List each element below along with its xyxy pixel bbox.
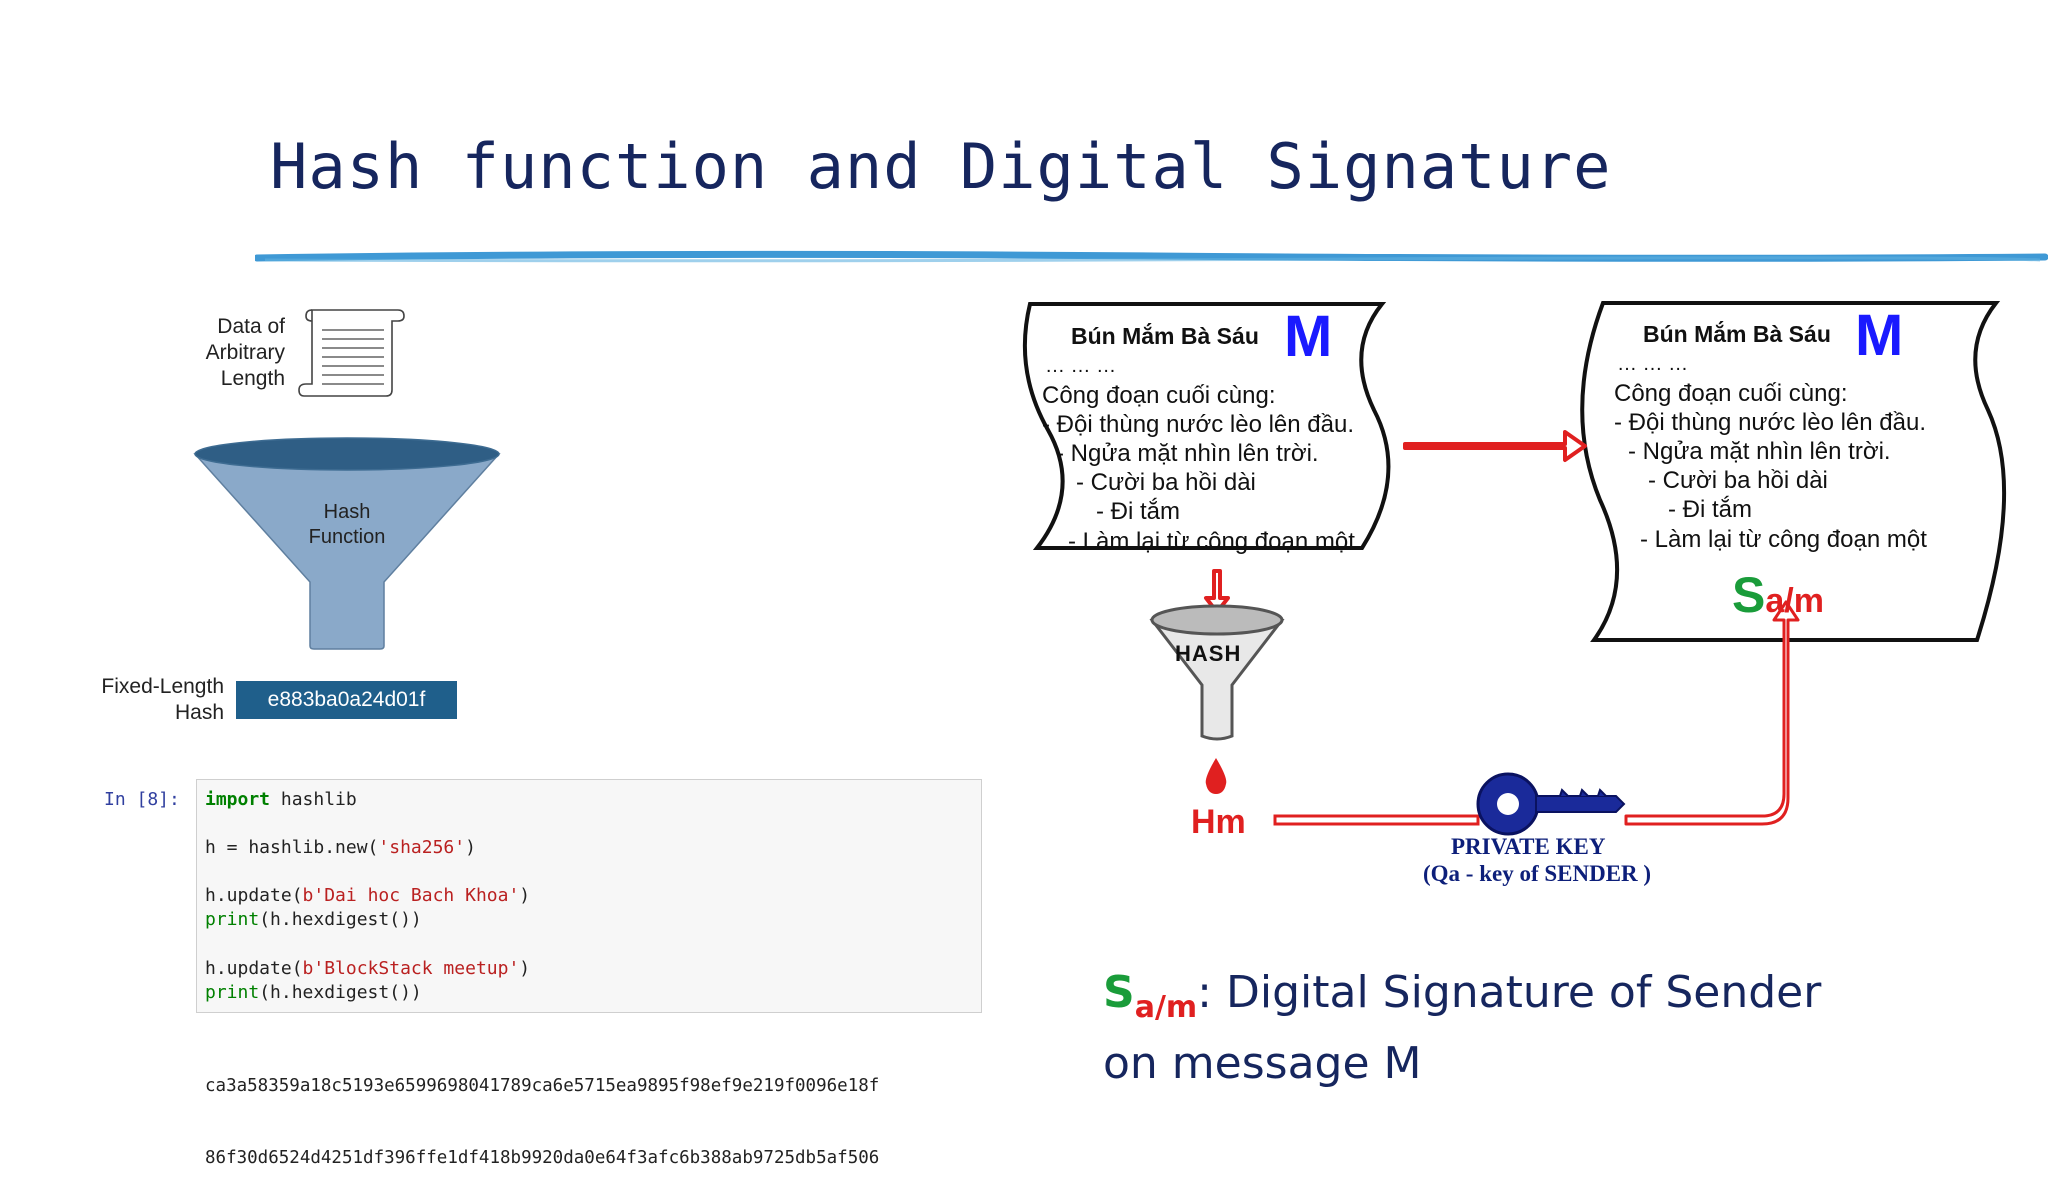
cell-prompt: In [8]: (104, 789, 180, 810)
doc-line-left: - Đi tắm (1096, 498, 1180, 525)
code-line: h.update(b'BlockStack meetup') (205, 957, 530, 981)
doc-line-left: - Đội thùng nước lèo lên đầu. (1042, 411, 1354, 438)
doc-line-right: - Đi tắm (1668, 496, 1752, 523)
code-text: ) (519, 958, 531, 979)
hash-label: HASH (1175, 641, 1242, 666)
title-divider (255, 250, 2048, 263)
code-text: h = hashlib.new( (205, 837, 379, 858)
caption-line: Sa/m: Digital Signature of Sender (1103, 965, 2003, 1036)
signature-mark: Sa/m (1732, 566, 1824, 624)
code-text: (h.hexdigest()) (259, 909, 422, 930)
code-text: (h.hexdigest()) (259, 982, 422, 1003)
code-text: h.update( (205, 885, 303, 906)
caption-sub: a/m (1134, 990, 1198, 1025)
code-text: hashlib (270, 789, 357, 810)
code-builtin: print (205, 909, 260, 930)
message-document-left (1022, 302, 1391, 550)
doc-line-left: - Cười ba hồi dài (1076, 469, 1256, 496)
hm-label: Hm (1191, 803, 1246, 841)
funnel-label: Hash Function (277, 500, 417, 550)
scroll-document-icon (298, 309, 405, 397)
doc-line-right: Công đoạn cuối cùng: (1614, 380, 1848, 407)
code-line: h.update(b'Dai hoc Bach Khoa') (205, 884, 530, 908)
code-text: ) (519, 885, 531, 906)
code-string: b'Dai hoc Bach Khoa' (302, 885, 520, 906)
cell-output: ca3a58359a18c5193e6599698041789ca6e5715e… (205, 1026, 879, 1194)
code-text: h.update( (205, 958, 303, 979)
code-builtin: print (205, 982, 260, 1003)
output-line: 86f30d6524d4251df396ffe1df418b9920da0e64… (205, 1148, 880, 1168)
doc-line-left: Công đoạn cuối cùng: (1042, 382, 1276, 409)
doc-line-right: - Ngửa mặt nhìn lên trời. (1628, 438, 1891, 465)
private-key-owner: (Qa - key of SENDER ) (1423, 861, 1652, 886)
input-label-line: Data of (217, 315, 285, 338)
funnel-label-line: Hash (323, 501, 371, 523)
caption-s: S (1103, 967, 1135, 1018)
code-string: b'BlockStack meetup' (302, 958, 520, 979)
doc-letter-left: M (1284, 304, 1333, 369)
code-line: print(h.hexdigest()) (205, 908, 422, 932)
code-cell[interactable] (196, 779, 982, 1013)
code-text: ) (465, 837, 476, 858)
signature-caption: Sa/m: Digital Signature of Sender on mes… (1103, 965, 2003, 1092)
code-line: h = hashlib.new('sha256') (205, 836, 476, 860)
funnel-label-line: Function (308, 526, 386, 548)
arrow-right-icon (1403, 430, 1587, 462)
doc-title-right: Bún Mắm Bà Sáu (1643, 321, 1831, 347)
output-label-line: Hash (174, 701, 224, 724)
output-line: ca3a58359a18c5193e6599698041789ca6e5715e… (205, 1076, 880, 1096)
output-label-line: Fixed-Length (101, 675, 224, 698)
code-line: print(h.hexdigest()) (205, 981, 422, 1005)
doc-line-right: - Đội thùng nước lèo lên đầu. (1614, 409, 1926, 436)
drop-icon (1205, 758, 1227, 794)
signature-diagram-graphics (1022, 301, 2007, 836)
input-label-line: Length (220, 367, 285, 390)
slide-title: Hash function and Digital Signature (270, 130, 1612, 203)
hash-output-box: e883ba0a24d01f (236, 681, 457, 719)
doc-line-right: - Làm lại từ công đoạn một (1640, 526, 1927, 553)
doc-line-right: - Cười ba hồi dài (1648, 467, 1828, 494)
arrow-line-hm (1273, 814, 1480, 826)
signature-sub: a/m (1765, 582, 1824, 620)
doc-line-left: - Ngửa mặt nhìn lên trời. (1056, 440, 1319, 467)
hash-funnel-icon (193, 437, 501, 650)
arrow-up-to-signature (1624, 600, 1800, 826)
caption-text: on message M (1103, 1038, 1422, 1089)
code-keyword: import (205, 789, 271, 810)
doc-dots-right: … … … (1617, 353, 1689, 375)
private-key-label: PRIVATE KEY (1451, 834, 1606, 859)
input-label: Data of Arbitrary Length (180, 314, 285, 392)
doc-letter-right: M (1855, 303, 1904, 368)
output-label: Fixed-Length Hash (92, 674, 224, 726)
doc-line-left: - Làm lại từ công đoạn một (1068, 528, 1355, 555)
signature-s: S (1732, 567, 1766, 623)
doc-dots-left: … … … (1045, 355, 1117, 377)
caption-text: : Digital Signature of Sender (1197, 967, 1822, 1018)
code-string: 'sha256' (378, 837, 466, 858)
code-line: import hashlib (205, 788, 357, 812)
doc-title-left: Bún Mắm Bà Sáu (1071, 323, 1259, 349)
input-label-line: Arbitrary (205, 341, 285, 364)
